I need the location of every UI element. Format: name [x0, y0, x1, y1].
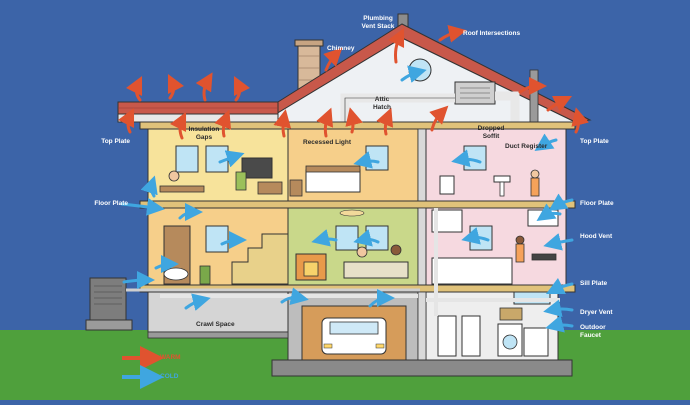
foundation-footing	[271, 359, 573, 377]
label-floor-plate-right: Floor Plate	[580, 200, 614, 207]
person-on-sofa-1	[356, 246, 368, 258]
label-plumbing-vent-stack: Plumbing Vent Stack	[361, 15, 395, 30]
crawl-space	[147, 291, 289, 333]
bed	[305, 165, 361, 193]
person-at-desk	[168, 170, 180, 182]
legend-warm-label: WARM	[160, 354, 181, 361]
legend	[122, 346, 164, 389]
flue-pipe	[529, 69, 539, 125]
label-floor-plate-left: Floor Plate	[94, 200, 128, 207]
chair	[235, 171, 247, 191]
outdoor-ac-unit	[85, 277, 133, 331]
nightstand	[289, 179, 303, 197]
desk	[159, 185, 205, 193]
dog	[163, 267, 189, 281]
laundry-appliances	[437, 307, 549, 357]
label-sill-plate: Sill Plate	[580, 280, 608, 287]
legend-cold-label: COLD	[160, 373, 179, 380]
bathroom-fixtures	[439, 169, 540, 197]
label-insulation-gaps: Insulation Gaps	[188, 126, 220, 141]
tv-monitor	[241, 157, 273, 179]
cold-arrows	[120, 65, 574, 333]
label-roof-intersections: Roof Intersections	[463, 30, 521, 37]
car	[321, 317, 387, 355]
floor-plate	[139, 200, 576, 209]
label-attic-hatch: Attic Hatch	[372, 96, 392, 111]
label-dropped-soffit: Dropped Soffit	[477, 125, 505, 140]
label-duct-register: Duct Register	[505, 143, 548, 150]
label-outdoor-faucet: Outdoor Faucet	[580, 324, 606, 339]
ceiling-light	[339, 209, 365, 217]
sofa	[343, 261, 409, 279]
label-crawl-space: Crawl Space	[196, 321, 235, 328]
staircase	[231, 233, 289, 285]
warm-arrows	[117, 24, 589, 140]
label-top-plate-right: Top Plate	[580, 138, 609, 145]
label-hood-vent: Hood Vent	[580, 233, 613, 240]
label-chimney: Chimney	[327, 45, 355, 52]
label-top-plate-left: Top Plate	[101, 138, 130, 145]
dresser	[257, 181, 283, 195]
attic-window	[408, 58, 432, 82]
person-on-sofa-2	[390, 244, 402, 256]
potted-plant	[199, 265, 211, 285]
label-recessed-light: Recessed Light	[303, 139, 352, 146]
label-dryer-vent: Dryer Vent	[580, 309, 613, 316]
